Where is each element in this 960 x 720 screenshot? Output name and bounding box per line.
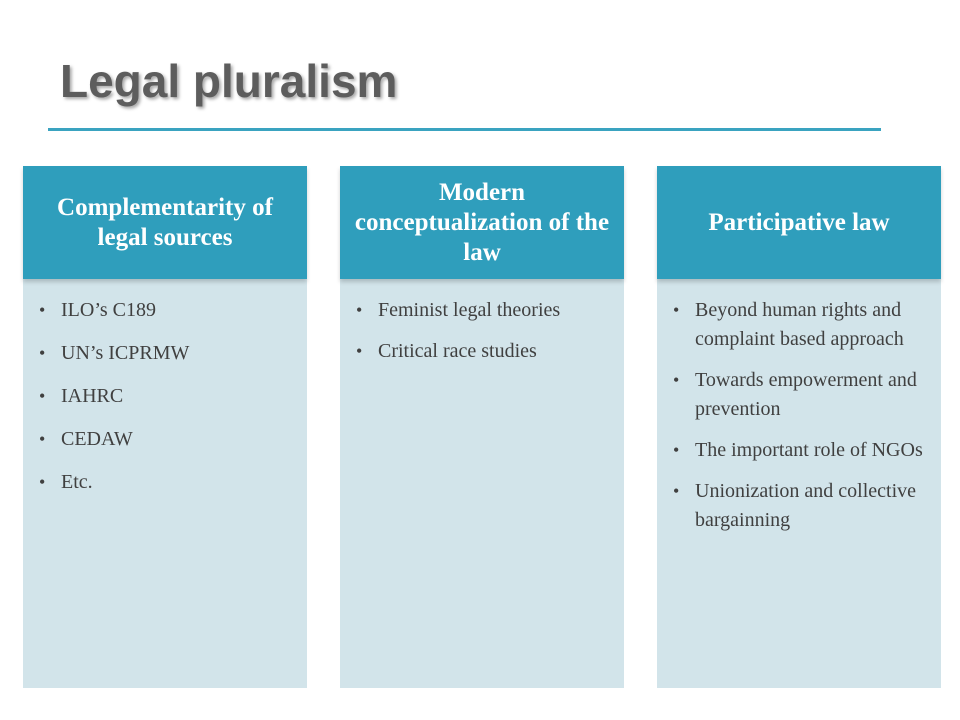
list-item-text: Unionization and collective bargainning — [695, 480, 917, 531]
bullet-icon: • — [39, 386, 46, 406]
title-underline — [48, 128, 881, 131]
list-item: • Towards empowerment and prevention — [673, 366, 927, 424]
list-item: • CEDAW — [39, 425, 293, 454]
column-complementarity: Complementarity of legal sources • ILO’s … — [23, 166, 307, 688]
list-item-text: Towards empowerment and prevention — [695, 369, 917, 420]
bullet-icon: • — [39, 300, 46, 320]
bullet-icon: • — [39, 343, 46, 363]
bullet-icon: • — [673, 481, 680, 501]
list-item-text: UN’s ICPRMW — [61, 342, 190, 364]
list-item: • Beyond human rights and complaint based… — [673, 296, 927, 354]
column-header: Participative law — [657, 166, 941, 279]
list-item-text: Beyond human rights and complaint based … — [695, 299, 904, 350]
list-item: • Etc. — [39, 468, 293, 497]
list-item-text: The important role of NGOs — [695, 439, 923, 461]
list-item: • Feminist legal theories — [356, 296, 610, 325]
list-item-text: Feminist legal theories — [378, 299, 561, 321]
list-item: • Unionization and collective bargainning — [673, 477, 927, 535]
bullet-icon: • — [39, 472, 46, 492]
bullet-icon: • — [673, 440, 680, 460]
bullet-list: • Beyond human rights and complaint based… — [673, 296, 927, 547]
column-header: Complementarity of legal sources — [23, 166, 307, 279]
list-item-text: IAHRC — [61, 385, 124, 407]
bullet-list: • Feminist legal theories • Critical race … — [356, 296, 610, 378]
bullet-icon: • — [39, 429, 46, 449]
list-item-text: CEDAW — [61, 428, 133, 450]
bullet-icon: • — [673, 300, 680, 320]
column-header-label: Participative law — [708, 208, 890, 236]
list-item-text: Critical race studies — [378, 340, 537, 362]
bullet-icon: • — [356, 341, 363, 361]
column-modern-conceptualization: Modern conceptualization of the law • Fem… — [340, 166, 624, 688]
list-item-text: ILO’s C189 — [61, 299, 156, 321]
list-item: • ILO’s C189 — [39, 296, 293, 325]
list-item-text: Etc. — [61, 471, 93, 493]
list-item: • UN’s ICPRMW — [39, 339, 293, 368]
list-item: • The important role of NGOs — [673, 436, 927, 465]
bullet-icon: • — [673, 370, 680, 390]
bullet-list: • ILO’s C189 • UN’s ICPRMW • IAHRC • CEDAW •… — [39, 296, 293, 511]
column-participative-law: Participative law • Beyond human rights a… — [657, 166, 941, 688]
column-header-label: Complementarity of legal sources — [57, 193, 273, 251]
slide-title: Legal pluralism — [60, 55, 398, 107]
list-item: • IAHRC — [39, 382, 293, 411]
column-header-label: Modern conceptualization of the law — [354, 178, 610, 266]
bullet-icon: • — [356, 300, 363, 320]
column-header: Modern conceptualization of the law — [340, 166, 624, 279]
list-item: • Critical race studies — [356, 337, 610, 366]
